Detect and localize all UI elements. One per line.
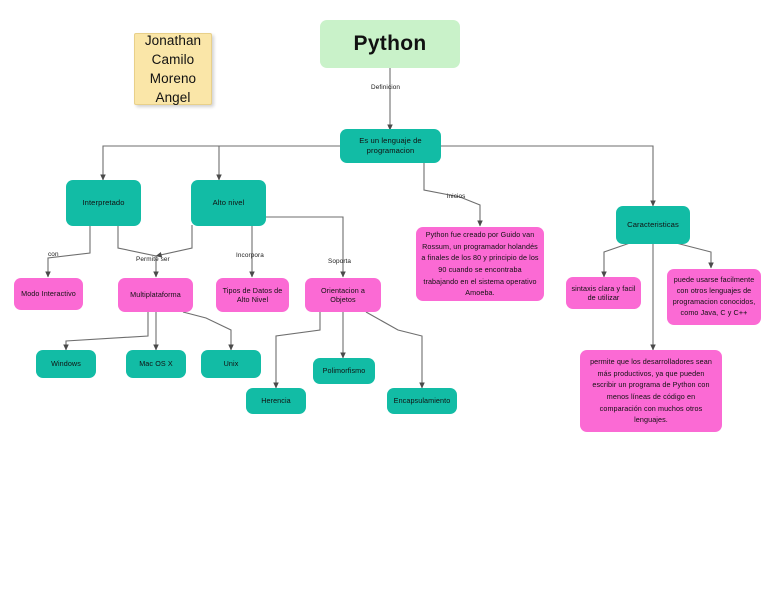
node-multiplataforma[interactable]: Multiplataforma bbox=[118, 278, 193, 312]
node-productividad[interactable]: permite que los desarrolladores sean más… bbox=[580, 350, 722, 432]
node-polimorfismo[interactable]: Polimorfismo bbox=[313, 358, 375, 384]
node-caracteristicas[interactable]: Caracteristicas bbox=[616, 206, 690, 244]
node-definicion[interactable]: Es un lenguaje de programacion bbox=[340, 129, 441, 163]
edge-label-inicios: inicios bbox=[447, 193, 466, 200]
edge-label-incorpora: Incorpora bbox=[236, 252, 264, 259]
node-mac-os-x[interactable]: Mac OS X bbox=[126, 350, 186, 378]
node-alto-nivel[interactable]: Alto nivel bbox=[191, 180, 266, 226]
node-unix[interactable]: Unix bbox=[201, 350, 261, 378]
node-otros-lenguajes[interactable]: puede usarse facilmente con otros lengua… bbox=[667, 269, 761, 325]
node-encapsulamiento[interactable]: Encapsulamiento bbox=[387, 388, 457, 414]
node-tipos-de-datos-alto-nivel[interactable]: Tipos de Datos de Alto Nivel bbox=[216, 278, 289, 312]
author-note: Jonathan Camilo Moreno Angel bbox=[134, 33, 212, 105]
edge-label-soporta: Soporta bbox=[328, 258, 352, 265]
node-herencia[interactable]: Herencia bbox=[246, 388, 306, 414]
node-python-root[interactable]: Python bbox=[320, 20, 460, 68]
edge-label-permite-ser: Permite ser bbox=[136, 256, 170, 263]
node-modo-interactivo[interactable]: Modo Interactivo bbox=[14, 278, 83, 310]
node-windows[interactable]: Windows bbox=[36, 350, 96, 378]
node-orientacion-a-objetos[interactable]: Orientacion a Objetos bbox=[305, 278, 381, 312]
edge-label-con: con bbox=[48, 251, 59, 258]
node-historia-guido-van-rossum[interactable]: Python fue creado por Guido van Rossum, … bbox=[416, 227, 544, 301]
node-sintaxis-clara[interactable]: sintaxis clara y facil de utilizar bbox=[566, 277, 641, 309]
edge-label-definicion: Definicion bbox=[371, 84, 401, 91]
node-interpretado[interactable]: Interpretado bbox=[66, 180, 141, 226]
